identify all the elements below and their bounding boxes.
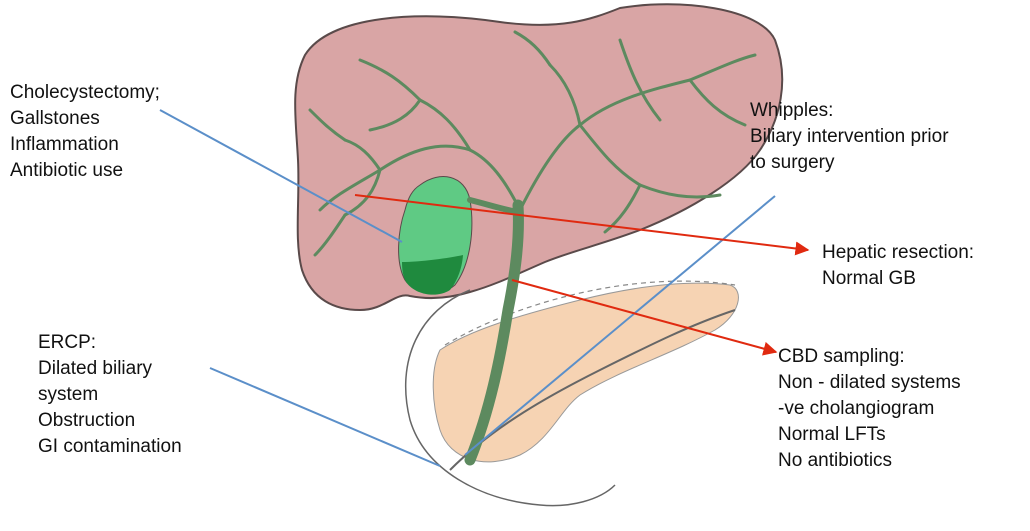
label-hepatic-resection: Hepatic resection: Normal GB [822,240,974,292]
label-cbd-sampling: CBD sampling: Non - dilated systems -ve … [778,344,961,474]
label-cholecystectomy: Cholecystectomy; Gallstones Inflammation… [10,80,160,184]
label-whipples: Whipples: Biliary intervention prior to … [750,98,949,176]
label-ercp: ERCP: Dilated biliary system Obstruction… [38,330,182,460]
